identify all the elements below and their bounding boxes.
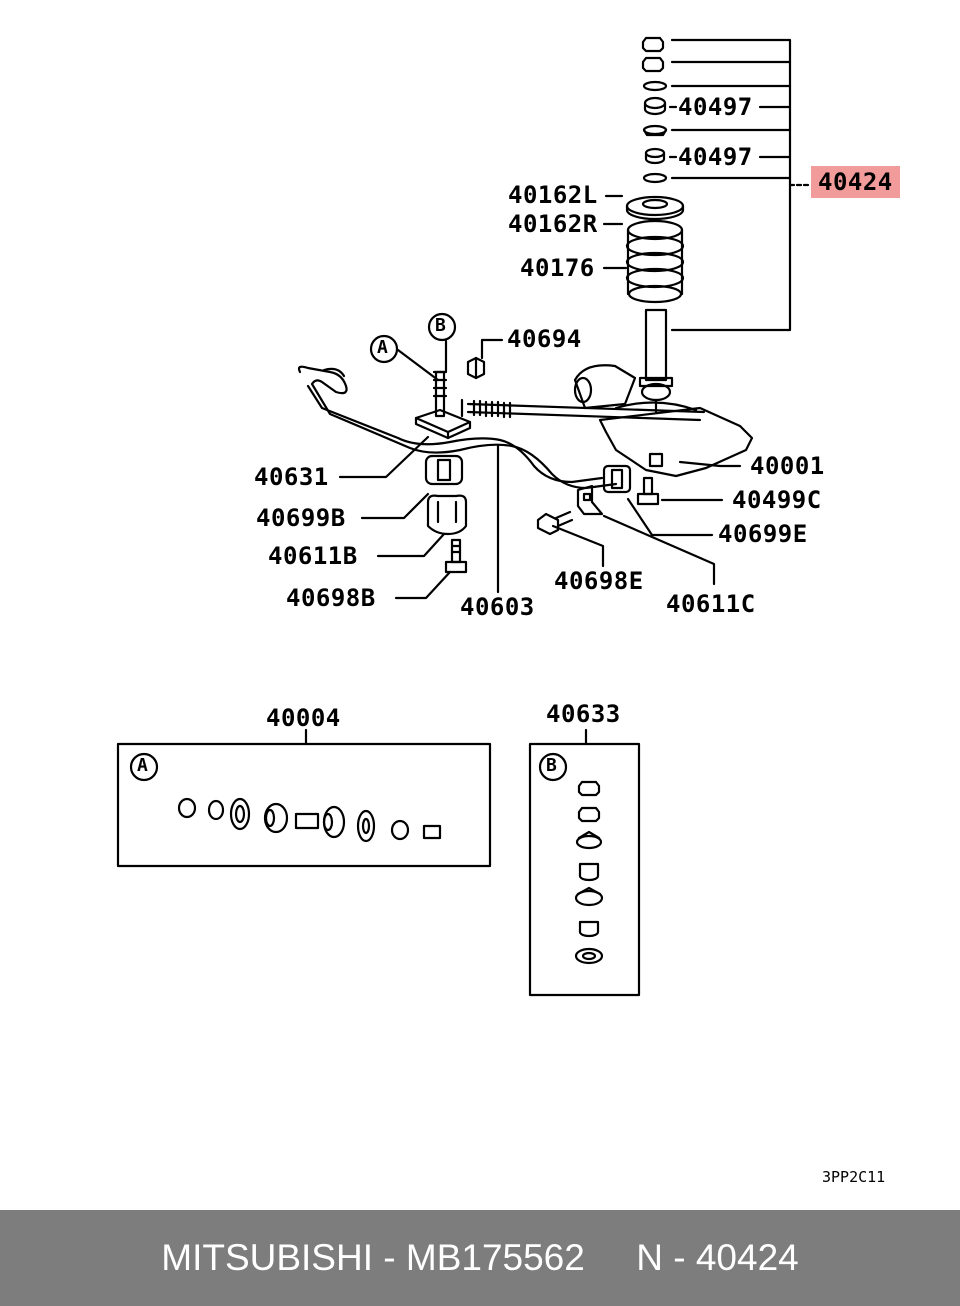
label-40633: 40633 bbox=[546, 700, 621, 728]
rear-axle-beam bbox=[573, 364, 754, 478]
nut-40694 bbox=[466, 356, 486, 380]
label-40497-lower: 40497 bbox=[678, 143, 753, 171]
strut-washer-1 bbox=[642, 80, 668, 92]
label-40162R: 40162R bbox=[508, 210, 598, 238]
label-40176: 40176 bbox=[520, 254, 595, 282]
drawing-code: 3PP2C11 bbox=[822, 1168, 886, 1186]
strut-bushing-40497-upper bbox=[643, 96, 667, 116]
callout-A-letter: A bbox=[377, 337, 389, 358]
upper-spring-seat bbox=[625, 195, 685, 221]
label-40001: 40001 bbox=[750, 452, 825, 480]
strut-body bbox=[638, 308, 674, 414]
footer-bar: MITSUBISHI - MB175562 N - 40424 bbox=[0, 1210, 960, 1306]
label-40162L: 40162L bbox=[508, 181, 598, 209]
label-40497-upper: 40497 bbox=[678, 93, 753, 121]
label-40698B: 40698B bbox=[286, 584, 376, 612]
label-40611C: 40611C bbox=[666, 590, 756, 618]
kit-A-box bbox=[116, 742, 492, 868]
strut-cup-washer bbox=[642, 124, 668, 137]
clamp-40611C bbox=[576, 484, 604, 516]
footer-part-info: MITSUBISHI - MB175562 N - 40424 bbox=[161, 1237, 799, 1278]
label-40698E: 40698E bbox=[554, 567, 644, 595]
label-40631: 40631 bbox=[254, 463, 329, 491]
lateral-rod bbox=[460, 398, 706, 422]
callout-B bbox=[427, 312, 457, 342]
kit-B-box bbox=[528, 742, 641, 997]
callout-B-letter: B bbox=[435, 315, 447, 336]
bushing-40699E bbox=[602, 464, 632, 494]
kit-A-callout-letter: A bbox=[137, 755, 149, 776]
bolt-40698E bbox=[536, 510, 574, 536]
mounting-bracket bbox=[414, 370, 472, 440]
assembly-bracket-40424 bbox=[670, 38, 792, 332]
kit-B-callout-letter: B bbox=[546, 755, 558, 776]
callout-A bbox=[369, 334, 399, 364]
coil-spring bbox=[625, 219, 685, 304]
kit-A-parts bbox=[177, 797, 442, 843]
label-40694: 40694 bbox=[507, 325, 582, 353]
strut-washer-2 bbox=[642, 172, 668, 184]
bolt-40698B bbox=[444, 538, 468, 574]
label-40004: 40004 bbox=[266, 704, 341, 732]
parts-diagram bbox=[116, 36, 810, 997]
label-40499C: 40499C bbox=[732, 486, 822, 514]
bushing-40699B bbox=[424, 454, 464, 486]
label-40603: 40603 bbox=[460, 593, 535, 621]
strut-bushing-40497-lower bbox=[644, 147, 666, 165]
label-40611B: 40611B bbox=[268, 542, 358, 570]
label-40699B: 40699B bbox=[256, 504, 346, 532]
strut-nut-1 bbox=[641, 36, 665, 53]
clamp-40611B bbox=[426, 494, 468, 536]
strut-nut-2 bbox=[641, 56, 665, 73]
bolt-40499C bbox=[636, 476, 660, 506]
label-40699E: 40699E bbox=[718, 520, 808, 548]
label-40424-highlighted[interactable]: 40424 bbox=[811, 166, 900, 198]
kit-B-parts bbox=[574, 780, 604, 965]
